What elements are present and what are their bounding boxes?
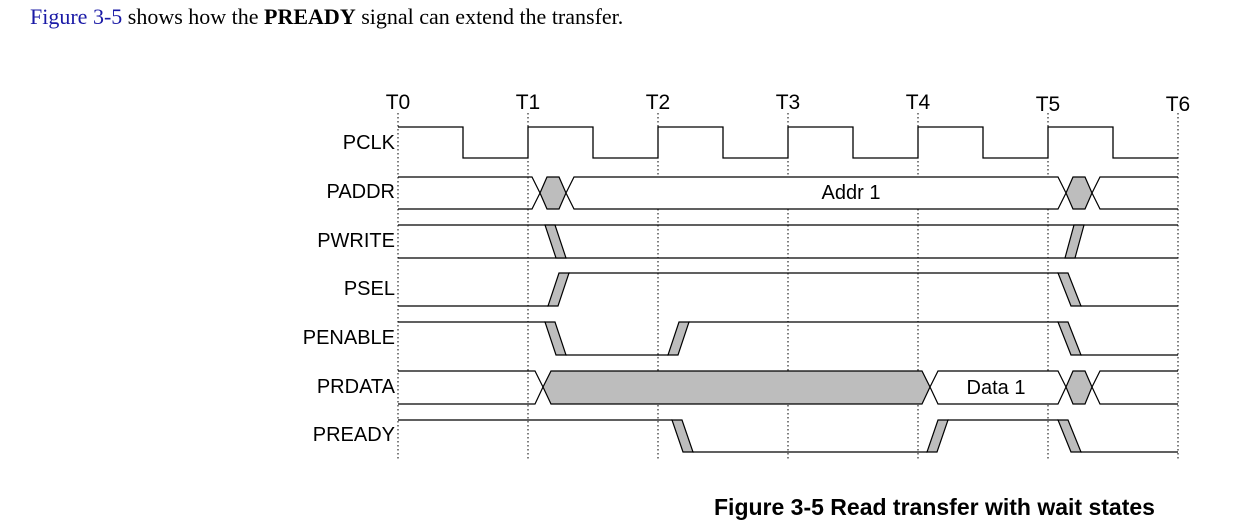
waveform-pready xyxy=(398,419,1178,453)
pready-transition-2 xyxy=(926,419,949,453)
signal-label-pclk: PCLK xyxy=(343,132,396,154)
signal-labels: PCLK PADDR PWRITE PSEL PENABLE PRDATA PR… xyxy=(303,132,396,446)
psel-wave xyxy=(398,272,1178,307)
penable-transition-3 xyxy=(1057,321,1082,356)
prdata-value-label: Data 1 xyxy=(967,377,1026,399)
waveform-prdata xyxy=(398,370,1178,405)
time-label-t0: T0 xyxy=(386,91,411,114)
intro-signal-name: PREADY xyxy=(264,4,356,29)
paddr-bus-middle xyxy=(565,176,1067,210)
figure-caption: Figure 3-5 Read transfer with wait state… xyxy=(714,494,1155,520)
prdata-invalid-region xyxy=(542,370,931,405)
time-label-t2: T2 xyxy=(646,91,671,114)
waveform-psel xyxy=(398,272,1178,307)
signal-label-pready: PREADY xyxy=(313,424,395,446)
waveform-pwrite xyxy=(398,224,1178,259)
pclk-wave xyxy=(398,126,1178,159)
figure-reference-link[interactable]: Figure 3-5 xyxy=(30,4,123,29)
time-label-t4: T4 xyxy=(906,91,931,114)
paddr-transition-1 xyxy=(539,176,567,210)
prdata-bus-bottom-left xyxy=(398,386,544,405)
time-label-t1: T1 xyxy=(516,91,541,114)
pwrite-transition-2 xyxy=(1064,224,1085,259)
signal-label-pwrite: PWRITE xyxy=(317,230,395,252)
psel-transition-2 xyxy=(1057,272,1082,307)
signal-label-prdata: PRDATA xyxy=(317,376,396,398)
time-gridlines xyxy=(397,113,1179,460)
signal-label-penable: PENABLE xyxy=(303,327,395,349)
psel-transition-1 xyxy=(547,272,570,307)
paddr-bus-bottom-right xyxy=(1091,192,1178,210)
pready-transition-1 xyxy=(671,419,694,453)
waveform-paddr xyxy=(398,176,1178,210)
intro-text-2: signal can extend the transfer. xyxy=(355,4,624,29)
paddr-bus-top-left xyxy=(398,176,541,194)
time-label-t6: T6 xyxy=(1166,93,1191,116)
paddr-value-label: Addr 1 xyxy=(822,182,881,204)
penable-transition-1 xyxy=(544,321,567,356)
penable-transition-2 xyxy=(667,321,690,356)
intro-paragraph: Figure 3-5 shows how the PREADY signal c… xyxy=(30,4,623,30)
pwrite-transition-1 xyxy=(544,224,567,259)
prdata-bus-top-left xyxy=(398,370,544,388)
time-label-t5: T5 xyxy=(1036,93,1061,116)
waveform-penable xyxy=(398,321,1178,356)
prdata-transition-end xyxy=(1065,370,1093,405)
prdata-bus-bottom-right xyxy=(1091,386,1178,405)
pready-transition-3 xyxy=(1057,419,1082,453)
time-label-t3: T3 xyxy=(776,91,801,114)
signal-label-psel: PSEL xyxy=(344,278,395,300)
paddr-bus-bottom-left xyxy=(398,192,541,210)
paddr-transition-2 xyxy=(1065,176,1093,210)
signal-label-paddr: PADDR xyxy=(326,181,395,203)
paddr-bus-top-right xyxy=(1091,176,1178,194)
waveform-pclk xyxy=(398,126,1178,159)
time-labels: T0 T1 T2 T3 T4 T5 T6 xyxy=(386,91,1191,116)
intro-text-1: shows how the xyxy=(122,4,265,29)
prdata-bus-top-right xyxy=(1091,370,1178,388)
